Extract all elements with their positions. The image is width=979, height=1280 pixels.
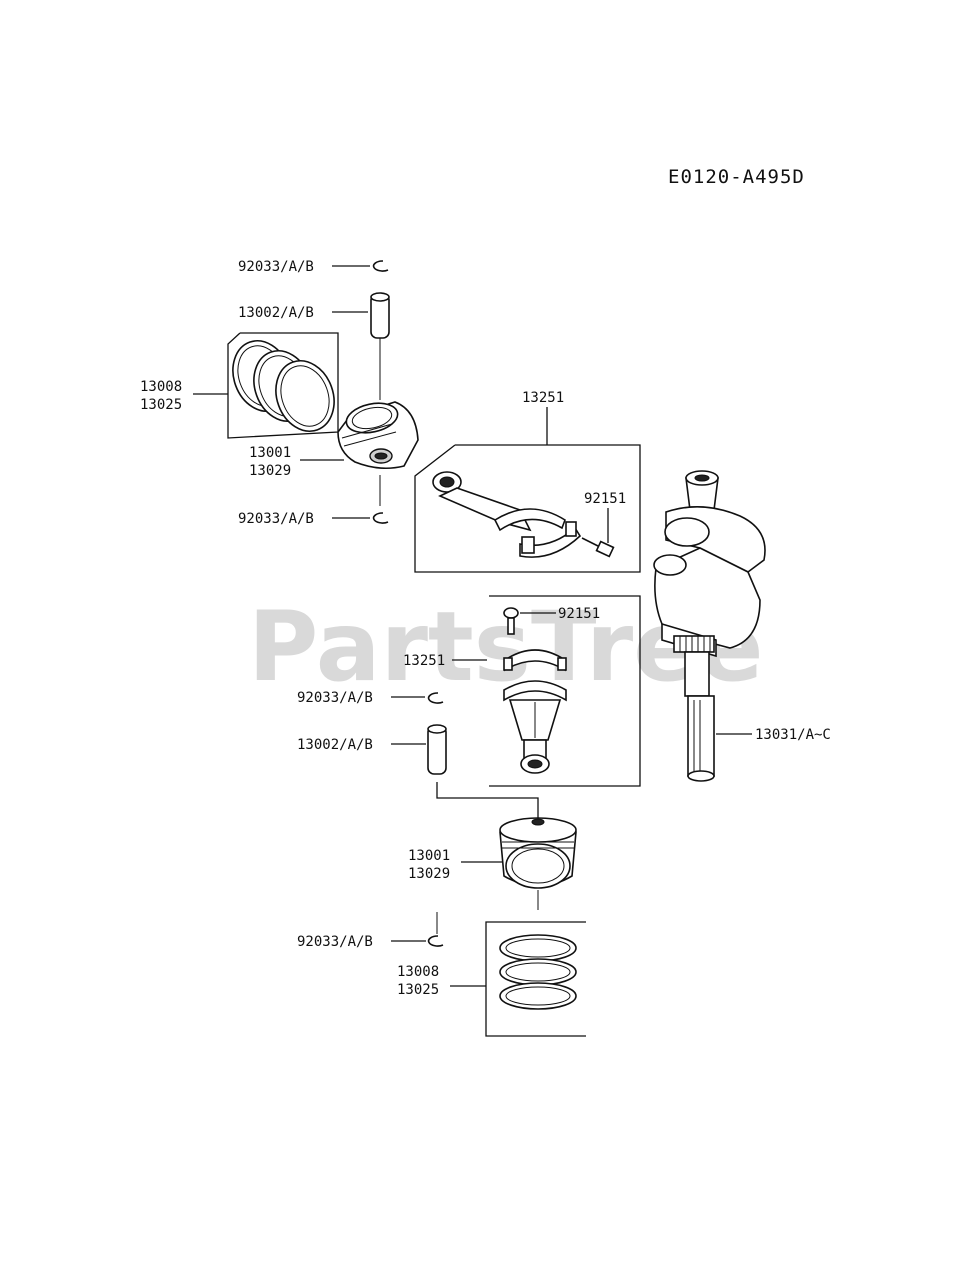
label-bottom-rings-2: 13025 (397, 982, 439, 998)
label-top-rings-1: 13008 (140, 379, 182, 395)
label-bottom-piston-2: 13029 (408, 866, 450, 882)
piston-pin-part (427, 724, 447, 775)
piston-rings-part (227, 332, 339, 439)
label-bolt-bottom: 92151 (558, 606, 600, 622)
piston-pin-clip-upper-part (427, 692, 444, 704)
label-crankshaft: 13031/A~C (755, 727, 831, 743)
rod-cap-part (503, 649, 567, 672)
diagram-code: E0120-A495D (668, 166, 805, 188)
crankshaft-part (653, 470, 766, 782)
piston-pin-clip-lower-part (372, 512, 389, 524)
label-bottom-clip-upper: 92033/A/B (297, 690, 373, 706)
label-rod-bottom: 13251 (403, 653, 445, 669)
label-rod-top: 13251 (522, 390, 564, 406)
label-top-rings-2: 13025 (140, 397, 182, 413)
rod-bolt-part (581, 537, 615, 558)
label-bottom-clip-lower: 92033/A/B (297, 934, 373, 950)
piston-part (499, 817, 577, 889)
rod-bolt-part (503, 607, 519, 635)
label-top-piston-2: 13029 (249, 463, 291, 479)
label-top-clip-upper: 92033/A/B (238, 259, 314, 275)
piston-rings-part (499, 934, 577, 1010)
piston-pin-clip-lower-part (427, 935, 444, 947)
label-bolt-top: 92151 (584, 491, 626, 507)
piston-pin-part (370, 292, 390, 339)
label-bottom-piston-1: 13001 (408, 848, 450, 864)
connecting-rod-part (432, 471, 582, 558)
piston-pin-clip-upper-part (372, 260, 389, 272)
label-bottom-pin: 13002/A/B (297, 737, 373, 753)
piston-part (337, 401, 419, 470)
connecting-rod-part (503, 680, 567, 774)
crankshaft-gear-teeth (679, 636, 711, 652)
label-bottom-rings-1: 13008 (397, 964, 439, 980)
label-top-pin: 13002/A/B (238, 305, 314, 321)
label-top-piston-1: 13001 (249, 445, 291, 461)
label-top-clip-lower: 92033/A/B (238, 511, 314, 527)
